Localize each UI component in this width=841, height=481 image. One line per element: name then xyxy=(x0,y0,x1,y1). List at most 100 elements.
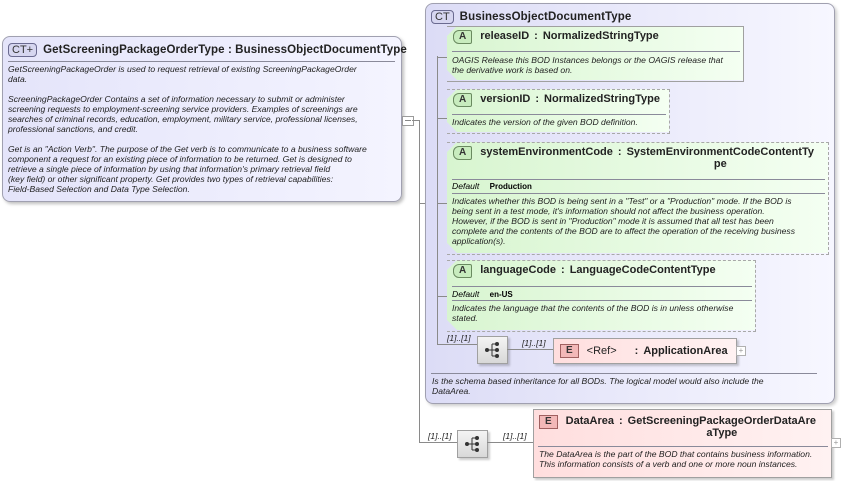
default-label: Default xyxy=(452,289,480,299)
doc-line: This information consists of a verb and … xyxy=(539,459,798,469)
type-line: aType xyxy=(706,427,738,439)
attribute-documentation: OAGIS Release this BOD Instances belongs… xyxy=(452,55,723,75)
element-application-area[interactable]: E <Ref> : ApplicationArea xyxy=(553,338,737,364)
attribute-border xyxy=(447,89,670,134)
element-data-area[interactable]: E DataArea : GetScreeningPackageOrderDat… xyxy=(533,409,832,478)
doc-line: ScreeningPackageOrder Contains a set of … xyxy=(8,94,345,104)
cardinality-label: [1]..[1] xyxy=(428,431,452,441)
separator: : xyxy=(535,93,540,105)
expand-application-area-icon[interactable]: + xyxy=(736,346,746,356)
cardinality-label: [1]..[1] xyxy=(522,338,546,348)
doc-line: However, if the BOD is sent in "Producti… xyxy=(452,216,774,226)
default-row: Default Production xyxy=(452,181,532,191)
divider xyxy=(452,300,752,301)
complex-type-header: CT+ GetScreeningPackageOrderType : Busin… xyxy=(8,41,407,59)
connector-line xyxy=(412,120,420,121)
complex-type-get-screening-package-order[interactable]: CT+ GetScreeningPackageOrderType : Busin… xyxy=(2,36,407,202)
connector-line xyxy=(437,344,477,345)
complex-type-documentation: GetScreeningPackageOrder is used to requ… xyxy=(8,64,400,194)
attribute-border xyxy=(447,260,756,332)
connector-line xyxy=(437,118,447,119)
attribute-release-id[interactable]: A releaseID : NormalizedStringType OAGIS… xyxy=(447,26,743,80)
doc-line: Indicates the version of the given BOD d… xyxy=(452,117,638,127)
attribute-type: SystemEnvironmentCodeContentTy pe xyxy=(627,146,814,170)
separator: : xyxy=(561,264,565,276)
connector-line xyxy=(419,120,420,442)
doc-line: The DataArea is the part of the BOD that… xyxy=(539,449,813,459)
element-icon: E xyxy=(560,344,579,358)
doc-line: Indicates whether this BOD is being sent… xyxy=(452,196,792,206)
divider xyxy=(452,114,666,115)
expand-data-area-icon[interactable]: + xyxy=(831,438,841,448)
base-type-documentation: Is the schema based inheritance for all … xyxy=(432,376,764,396)
doc-line: professional sanctions, and credit. xyxy=(8,124,138,134)
attribute-type: NormalizedStringType xyxy=(542,30,659,42)
doc-line: component a request for an existing piec… xyxy=(8,154,352,164)
divider xyxy=(431,373,817,374)
doc-line: Get is an "Action Verb". The purpose of … xyxy=(8,144,367,154)
doc-line: stated. xyxy=(452,313,478,323)
type-line: GetScreeningPackageOrderDataAre xyxy=(627,415,816,427)
doc-line: Indicates the language that the contents… xyxy=(452,303,734,313)
doc-line: being sent in a test mode, it's informat… xyxy=(452,206,765,216)
attribute-icon: A xyxy=(453,30,472,44)
attribute-border xyxy=(447,26,744,82)
connector-line xyxy=(437,203,447,204)
divider xyxy=(452,179,825,180)
default-label: Default xyxy=(452,181,480,191)
doc-spacer xyxy=(8,134,400,144)
attribute-title: A releaseID : NormalizedStringType xyxy=(453,30,659,44)
attribute-name: systemEnvironmentCode xyxy=(480,146,613,158)
connector-line xyxy=(419,203,426,204)
sequence-icon xyxy=(485,342,499,358)
attribute-icon: A xyxy=(453,93,472,107)
attribute-title: A languageCode : LanguageCodeContentType xyxy=(453,264,716,278)
separator: : xyxy=(617,146,622,158)
doc-line: Is the schema based inheritance for all … xyxy=(432,376,764,386)
default-row: Default en-US xyxy=(452,289,513,299)
base-type-title: BusinessObjectDocumentType xyxy=(459,11,632,23)
attribute-type: LanguageCodeContentType xyxy=(569,264,716,276)
doc-spacer xyxy=(8,84,400,94)
doc-line: DataArea. xyxy=(432,386,471,396)
type-line: SystemEnvironmentCodeContentTy xyxy=(626,146,814,158)
divider xyxy=(452,193,825,194)
doc-line: screening requests to employment-screeni… xyxy=(8,104,358,114)
collapse-toggle-icon[interactable] xyxy=(402,116,414,126)
doc-line: Field-Based Selection and Data Type Sele… xyxy=(8,184,190,194)
element-title: E <Ref> : ApplicationArea xyxy=(560,344,728,358)
connector-line xyxy=(437,57,447,58)
sequence-compositor-icon[interactable] xyxy=(477,336,508,364)
divider xyxy=(452,286,752,287)
element-type: GetScreeningPackageOrderDataAre aType xyxy=(628,415,816,439)
attribute-icon: A xyxy=(453,264,472,278)
connector-line xyxy=(507,349,553,350)
attribute-title: A systemEnvironmentCode : SystemEnvironm… xyxy=(453,146,814,170)
doc-line: (key field) or other significant propert… xyxy=(8,174,334,184)
attribute-documentation: Indicates whether this BOD is being sent… xyxy=(452,196,795,246)
complex-type-title: GetScreeningPackageOrderType : BusinessO… xyxy=(43,44,407,56)
attribute-system-environment-code[interactable]: A systemEnvironmentCode : SystemEnvironm… xyxy=(447,142,828,253)
sequence-compositor-icon[interactable] xyxy=(457,430,488,458)
sequence-icon xyxy=(465,436,479,452)
attribute-language-code[interactable]: A languageCode : LanguageCodeContentType… xyxy=(447,260,755,330)
default-value: en-US xyxy=(489,290,513,299)
separator: : xyxy=(634,345,639,357)
doc-line: application(s). xyxy=(452,236,506,246)
divider xyxy=(452,51,740,52)
connector-line xyxy=(437,296,447,297)
doc-line: retrieve a single piece of information b… xyxy=(8,164,331,174)
attribute-title: A versionID : NormalizedStringType xyxy=(453,93,660,107)
attribute-version-id[interactable]: A versionID : NormalizedStringType Indic… xyxy=(447,89,669,132)
complex-type-icon: CT xyxy=(431,10,454,24)
attribute-icon: A xyxy=(453,146,472,160)
element-ref-label: <Ref> xyxy=(586,345,617,357)
type-line: pe xyxy=(713,158,727,170)
divider xyxy=(8,61,395,62)
complex-type-extension-icon: CT+ xyxy=(8,43,38,57)
attribute-name: versionID xyxy=(480,93,531,105)
element-documentation: The DataArea is the part of the BOD that… xyxy=(539,449,812,469)
attribute-connector-line xyxy=(437,56,438,344)
attribute-border xyxy=(447,142,829,255)
doc-line: OAGIS Release this BOD Instances belongs… xyxy=(452,55,723,65)
